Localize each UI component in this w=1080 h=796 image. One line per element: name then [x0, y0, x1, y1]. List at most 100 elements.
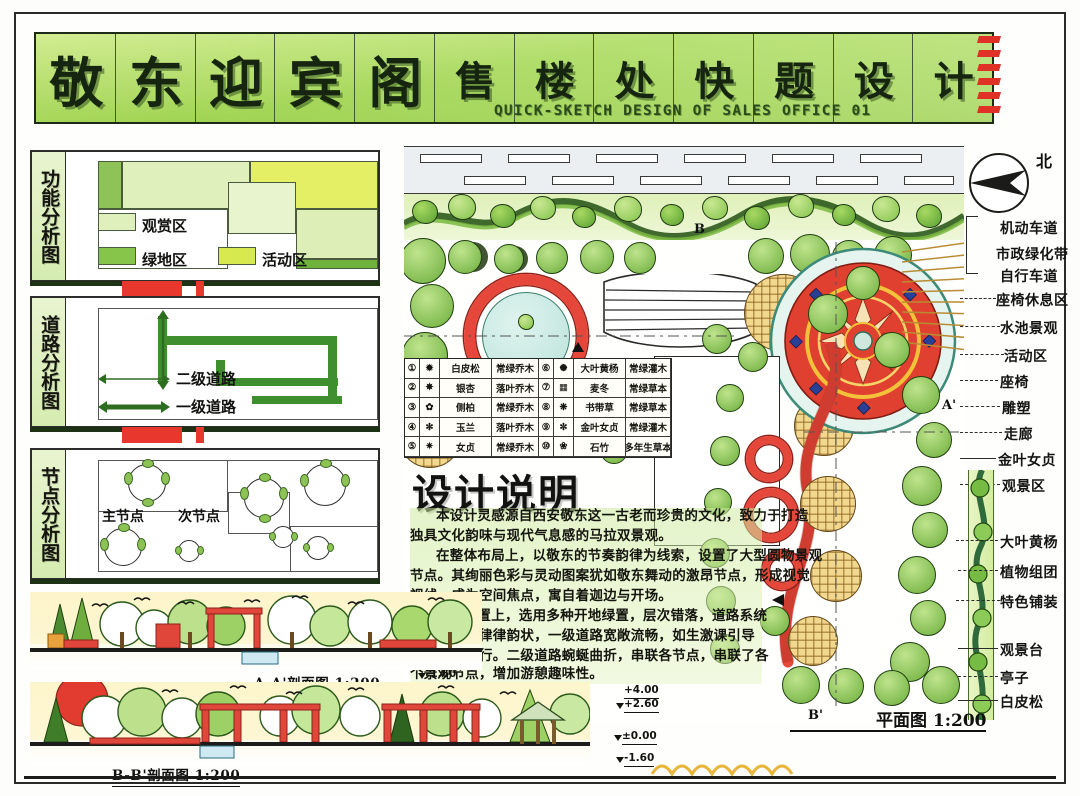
plant-type: 多年生草本	[626, 437, 671, 457]
panel-node-analysis: 节点分析图	[30, 448, 380, 580]
canopy-tree	[710, 436, 740, 466]
anno-euonymus: 大叶黄杨	[1000, 535, 1058, 551]
plant-no: ②	[405, 378, 420, 399]
road-dash	[772, 154, 834, 163]
anno-corridor: 走廊	[1004, 427, 1033, 443]
plant-name: 侧柏	[440, 398, 492, 418]
plant-no: ⑦	[539, 378, 554, 399]
plant-symbol: ✼	[554, 417, 574, 438]
node-petal	[269, 532, 276, 541]
canopy-tree	[580, 240, 614, 274]
canopy-tree	[494, 244, 524, 274]
plant-type: 常绿灌木	[626, 417, 671, 438]
canopy-tree	[702, 324, 732, 354]
round-paving-node	[800, 476, 856, 532]
plant-no: ⑥	[539, 359, 554, 379]
section-bb-label: B-B'剖面图 1:200	[112, 764, 241, 787]
node-main-1	[128, 464, 166, 502]
sheet-bottom-rule	[24, 776, 1056, 779]
red-tab-2b	[196, 427, 204, 443]
note-line: 消叠敬东的律律韵状，一级道路宽敞流畅，如生激课引导	[410, 628, 755, 644]
canopy-tree	[716, 384, 744, 412]
road-dash	[728, 176, 790, 185]
anno-special-paving: 特色铺装	[1000, 595, 1058, 611]
function-block-green-a	[98, 161, 122, 209]
anno-white-pine: 白皮松	[1000, 695, 1044, 711]
canopy-tree	[738, 342, 768, 372]
note-line: 节点。其绚丽色彩与灵动图案犹如敬东舞动的激昂节点，形成视觉	[410, 568, 811, 584]
lead-viewing-platform	[958, 648, 998, 649]
view-direction-triangle-icon-2	[572, 342, 584, 352]
note-line: 个景观节点，增加游憩趣味性。	[410, 666, 604, 682]
street-bush	[788, 194, 814, 218]
lead-bench	[960, 380, 998, 381]
panel-node-underline	[30, 579, 380, 584]
road-arrow-vertical-icon	[157, 310, 169, 390]
node-petal	[303, 543, 310, 552]
node-site-outline	[98, 460, 378, 572]
note-line: 植物配置上，选用多种开地绿置，层次错落，道路系统	[436, 608, 768, 624]
plan-elevation-3: ±0.00	[622, 730, 657, 745]
lead-euonymus	[956, 540, 998, 541]
legend-swatch-viewing	[98, 213, 136, 231]
panel-node-label: 节点分析图	[32, 450, 66, 578]
plant-symbol: ❋	[554, 398, 574, 418]
anno-bike-lane: 自行车道	[1000, 269, 1058, 285]
plant-name: 女贞	[440, 437, 492, 457]
view-direction-triangle-icon	[772, 594, 784, 606]
street-bush	[412, 200, 438, 224]
legend-label-secondary-road: 二级道路	[176, 370, 237, 388]
title-char-5: 阁	[355, 34, 435, 122]
node-main-4	[104, 528, 142, 566]
canopy-tree	[624, 242, 656, 274]
plant-symbol: ❀	[554, 437, 574, 457]
plant-legend-table: ① ✹ 白皮松 常绿乔木 ⑥ ✺ 大叶黄杨 常绿灌木 ② ✸ 银杏 落叶乔木 ⑦…	[404, 358, 672, 458]
street-bush	[530, 196, 556, 220]
section-bb-drawing	[30, 682, 590, 766]
panel-road-underline	[30, 427, 380, 432]
node-petal	[240, 487, 249, 500]
street-bush	[448, 194, 476, 220]
canopy-tree	[410, 284, 454, 328]
anno-activity-zone: 活动区	[1004, 349, 1048, 365]
node-petal	[142, 498, 154, 507]
panel-function-label: 功能分析图	[32, 152, 66, 280]
road-site-outline	[98, 308, 378, 420]
plant-type: 常绿草本	[626, 398, 671, 418]
plant-no: ⑩	[539, 437, 554, 457]
lead-corridor	[960, 432, 1002, 433]
plant-symbol: ✸	[420, 378, 440, 399]
road-dash	[596, 154, 658, 163]
node-petal	[175, 546, 182, 555]
compass-icon	[969, 153, 1029, 213]
road-primary-horizontal	[158, 336, 336, 345]
plant-no: ④	[405, 417, 420, 438]
legend-label-activity: 活动区	[262, 251, 308, 269]
legend-label-sub-node: 次节点	[178, 509, 220, 525]
canopy-tree	[874, 332, 910, 368]
street-bush	[572, 206, 596, 228]
red-tab-2a	[122, 427, 182, 443]
thin-double-arrow-icon	[98, 373, 170, 384]
plant-symbol: ✷	[420, 437, 440, 457]
node-petal	[320, 459, 332, 468]
lead-pavilion	[958, 676, 998, 677]
road-dash	[640, 176, 702, 185]
node-petal	[161, 472, 170, 485]
road-dash	[904, 176, 954, 185]
road-dash	[508, 154, 570, 163]
plant-name: 玉兰	[440, 417, 492, 438]
node-zone-a	[98, 460, 228, 512]
legend-label-main-node: 主节点	[102, 509, 144, 525]
canopy-tree	[448, 240, 482, 274]
node-petal	[341, 474, 350, 487]
canopy-tree	[828, 668, 864, 704]
title-sub-char-6: 设	[833, 34, 914, 122]
elevation-triangle	[418, 673, 426, 679]
function-block-view-c	[296, 209, 378, 259]
legend-swatch-activity	[218, 247, 256, 265]
legend-swatch-green	[98, 247, 136, 265]
legend-label-primary-road: 一级道路	[176, 398, 237, 416]
right-hedge-wave-icon	[968, 470, 993, 720]
plant-type: 常绿乔木	[492, 398, 539, 418]
